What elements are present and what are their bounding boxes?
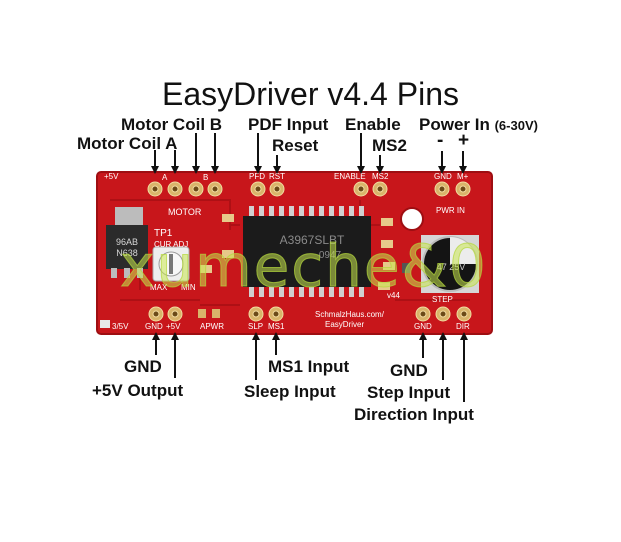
electrolytic-capacitor xyxy=(421,235,479,293)
silk-m-plus: M+ xyxy=(457,172,469,181)
label-gnd-left: GND xyxy=(124,357,162,376)
silk-cur-adj: CUR ADJ xyxy=(154,240,188,249)
label-5v-output: +5V Output xyxy=(92,381,184,400)
voltage-regulator xyxy=(106,207,148,278)
silk-5v-top: +5V xyxy=(104,172,119,181)
mounting-hole xyxy=(400,207,424,231)
silk-a: A xyxy=(162,173,168,182)
silk-enable: ENABLE xyxy=(334,172,366,181)
silk-gnd-top: GND xyxy=(434,172,452,181)
label-ms2: MS2 xyxy=(372,136,407,155)
bottom-pins xyxy=(148,306,472,322)
silk-b: B xyxy=(203,173,208,182)
label-direction-input: Direction Input xyxy=(354,405,474,424)
label-motor-coil-a: Motor Coil A xyxy=(77,134,178,153)
silk-slp: SLP xyxy=(248,322,263,331)
silk-3-5v: 3/5V xyxy=(112,322,129,331)
top-arrows xyxy=(151,133,467,174)
label-power-in-text: Power In xyxy=(419,115,490,134)
label-ms1-input: MS1 Input xyxy=(268,357,350,376)
silk-motor: MOTOR xyxy=(168,207,202,217)
silk-max: MAX xyxy=(150,283,168,292)
chip-text: A3967SLBT xyxy=(280,233,345,247)
driver-chip xyxy=(243,206,371,297)
jumper-3-5v xyxy=(100,320,110,328)
silk-step: STEP xyxy=(432,295,453,304)
top-pins xyxy=(147,181,471,197)
label-enable: Enable xyxy=(345,115,401,134)
label-motor-coil-b: Motor Coil B xyxy=(121,115,223,134)
regulator-text: 96AB xyxy=(116,237,138,247)
apwr-pad-2 xyxy=(212,309,220,318)
silk-gnd-bottom-right: GND xyxy=(414,322,432,331)
smd-components xyxy=(200,214,410,290)
silk-dir: DIR xyxy=(456,322,470,331)
silk-apwr: APWR xyxy=(200,322,224,331)
silk-pfd: PFD xyxy=(249,172,265,181)
silk-rst: RST xyxy=(269,172,285,181)
silk-product: EasyDriver xyxy=(325,320,364,329)
silk-v44: v44 xyxy=(387,291,400,300)
apwr-pad-1 xyxy=(198,309,206,318)
label-pdf-input: PDF Input xyxy=(248,115,329,134)
label-minus: - xyxy=(437,130,444,151)
bottom-arrows xyxy=(152,332,468,402)
label-power-in-range: (6-30V) xyxy=(494,118,538,133)
silk-pwr-in: PWR IN xyxy=(436,206,465,215)
current-adjust-pot xyxy=(152,246,190,282)
silk-ms1: MS1 xyxy=(268,322,285,331)
silk-url: SchmalzHaus.com/ xyxy=(315,310,385,319)
regulator-sub: N638 xyxy=(116,248,138,258)
silk-ms2: MS2 xyxy=(372,172,389,181)
label-plus: + xyxy=(458,130,470,151)
chip-sub: 0947 xyxy=(319,250,342,261)
silk-5v-bottom: +5V xyxy=(166,322,181,331)
label-gnd-right: GND xyxy=(390,361,428,380)
diagram-title: EasyDriver v4.4 Pins xyxy=(162,76,459,112)
label-step-input: Step Input xyxy=(367,383,451,402)
label-sleep-input: Sleep Input xyxy=(244,382,336,401)
silk-gnd-bottom: GND xyxy=(145,322,163,331)
label-power-in: Power In (6-30V) xyxy=(419,115,538,135)
silk-tp1: TP1 xyxy=(154,228,173,239)
silk-min: MIN xyxy=(181,283,196,292)
capacitor-text: 47 25V xyxy=(437,262,466,272)
label-reset: Reset xyxy=(272,136,319,155)
